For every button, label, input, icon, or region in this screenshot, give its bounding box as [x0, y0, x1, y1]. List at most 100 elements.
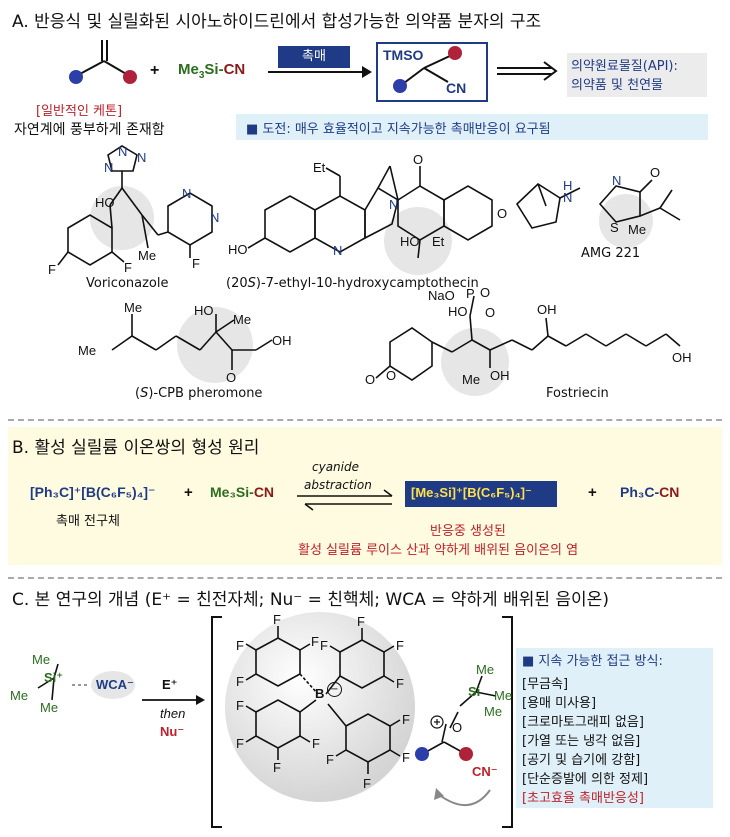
atom-n: N — [104, 160, 114, 175]
label-voriconazole: Voriconazole — [86, 276, 169, 291]
label-fostriecin: Fostriecin — [546, 386, 609, 401]
section-c-title: C. 본 연구의 개념 (E⁺ = 친전자체; Nu⁻ = 친핵체; WCA =… — [12, 590, 609, 610]
atom-n: N — [389, 197, 399, 212]
negative-charge-icon: − — [327, 682, 342, 697]
silylium-si: Si⁺ — [44, 670, 64, 685]
atom-ho: HO — [194, 303, 214, 318]
atom-f: F — [402, 750, 410, 765]
atom-nao: NaO — [428, 288, 455, 303]
atom-ho: HO — [448, 304, 468, 319]
me3sicn-reagent: Me3Si-CN — [178, 61, 246, 81]
atom-f: F — [320, 638, 328, 653]
atom-oh: OH — [272, 333, 292, 348]
atom-ho: HO — [95, 195, 115, 210]
ketone-label: [일반적인 케톤] — [36, 104, 123, 119]
atom-f: F — [236, 736, 244, 751]
atom-n: N — [563, 190, 573, 205]
product-tmso: TMSO — [383, 47, 424, 63]
atom-f: F — [396, 638, 404, 653]
atom-f: F — [236, 638, 244, 653]
atom-o: O — [413, 152, 424, 167]
section-a-title: A. 반응식 및 실릴화된 시아노하이드린에서 합성가능한 의약품 분자의 구조 — [12, 12, 542, 32]
c-me: Me — [476, 662, 495, 677]
section-b-title: B. 활성 실릴륨 이온쌍의 형성 원리 — [12, 438, 260, 458]
atom-o: O — [485, 305, 496, 320]
oxonium-o: O — [452, 720, 463, 735]
atom-oh: OH — [490, 368, 510, 383]
atom-f: F — [396, 676, 404, 691]
catalyst-badge: 촉매 — [278, 46, 350, 68]
sustain-item: [무금속] — [522, 677, 569, 692]
c-me: Me — [32, 652, 51, 667]
atom-f: F — [236, 698, 244, 713]
atom-n: N — [612, 173, 622, 188]
atom-me: Me — [233, 312, 252, 327]
atom-p: P — [466, 286, 475, 301]
arrow-label-bottom: abstraction — [304, 478, 372, 492]
c-me: Me — [484, 704, 503, 719]
atom-f: F — [273, 612, 281, 627]
atom-o: O — [480, 285, 491, 300]
atom-oh: OH — [672, 350, 692, 365]
atom-f: F — [311, 634, 319, 649]
atom-f: F — [357, 614, 365, 629]
atom-o: O — [386, 368, 397, 383]
b-byproduct: Ph₃C-CN — [620, 484, 680, 500]
atom-o: O — [650, 165, 661, 180]
product-label-1: 반응중 생성된 — [430, 524, 506, 539]
plus-a: + — [150, 62, 160, 79]
plus-b1: + — [184, 484, 193, 501]
atom-me: Me — [78, 343, 97, 358]
atom-me: Me — [138, 248, 157, 263]
divider — [8, 577, 722, 579]
atom-ho: HO — [228, 242, 248, 257]
sustain-item: [용매 미사용] — [522, 696, 597, 711]
sustain-item: [크로마토그래피 없음] — [522, 715, 644, 730]
plus-b2: + — [588, 484, 597, 501]
atom-f: F — [312, 736, 320, 751]
atom-ho: HO — [400, 234, 420, 249]
catalyst-precursor: [Ph₃C]⁺[B(C₆F₅)₄]⁻ — [30, 484, 156, 500]
label-amg221: AMG 221 — [581, 246, 641, 261]
sustain-item: [공기 및 습기에 강함] — [522, 753, 641, 768]
sustainability-box: ■ 지속 가능한 접근 방식: [무금속] [용매 미사용] [크로마토그래피 … — [516, 648, 713, 808]
atom-me: Me — [462, 372, 481, 387]
atom-n: N — [118, 144, 128, 159]
challenge-box: ■ 도전: 매우 효율적이고 지속가능한 촉매반응이 요구됨 — [236, 114, 708, 140]
sustain-highlight: [초고효율 촉매반응성] — [522, 791, 644, 806]
atom-f: F — [124, 260, 132, 275]
precursor-label: 촉매 전구체 — [56, 514, 120, 529]
atom-f: F — [326, 752, 334, 767]
active-salt-box: [Me₃Si]⁺[B(C₆F₅)₄]⁻ — [405, 481, 557, 507]
ketone-desc: 자연계에 풍부하게 존재함 — [14, 122, 165, 138]
atom-f: F — [363, 776, 371, 791]
atom-f: F — [192, 256, 200, 271]
label-cpb: (S)-CPB pheromone — [135, 386, 263, 401]
atom-f: F — [273, 760, 281, 775]
divider — [8, 419, 722, 421]
atom-o: O — [365, 372, 376, 387]
complex-si: Si — [468, 684, 481, 699]
atom-n: N — [210, 210, 220, 225]
sustain-item: [단순증발에 의한 정제] — [522, 772, 649, 787]
atom-n: N — [333, 243, 343, 258]
atom-et: Et — [432, 234, 445, 249]
c-me: Me — [494, 688, 513, 703]
atom-o: O — [497, 206, 508, 221]
nucleophile: Nu⁻ — [160, 724, 185, 739]
boron-atom: B — [315, 686, 325, 701]
atom-s: S — [610, 220, 619, 235]
sustain-title: ■ 지속 가능한 접근 방식: — [522, 654, 663, 669]
atom-o: O — [226, 370, 237, 385]
atom-oh: OH — [537, 302, 557, 317]
electrophile: E⁺ — [162, 677, 178, 692]
cyanide-anion: CN⁻ — [472, 764, 498, 779]
b-reagent: Me₃Si-CN — [210, 484, 275, 500]
wca-label: WCA⁻ — [96, 677, 134, 692]
atom-me: Me — [124, 300, 143, 315]
product-cn: CN — [446, 80, 467, 96]
arrow-label-top: cyanide — [312, 460, 359, 474]
c-me: Me — [40, 700, 59, 715]
atom-n: N — [182, 186, 192, 201]
atom-f: F — [236, 674, 244, 689]
